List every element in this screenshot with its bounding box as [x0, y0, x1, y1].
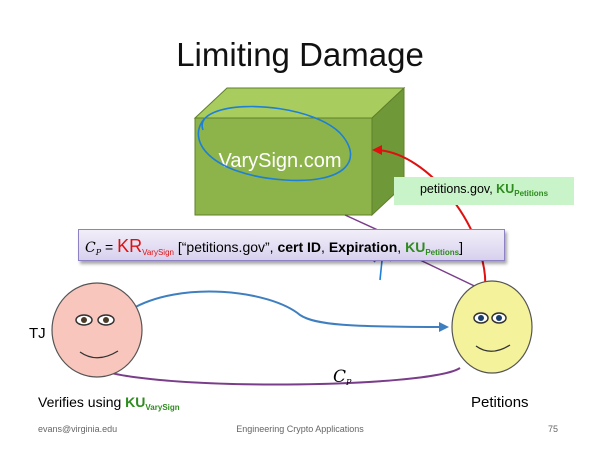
footer-title: Engineering Crypto Applications	[236, 424, 364, 434]
public-key-label: petitions.gov, KUPetitions	[394, 177, 574, 205]
blue-request-arrow	[129, 290, 449, 332]
certificate-formula: CP = KRVarySign [“petitions.gov”, cert I…	[78, 229, 505, 261]
server-name: VarySign.com	[218, 150, 341, 172]
ink-circle-annotation	[197, 105, 352, 182]
petitions-face-icon	[451, 280, 533, 374]
tj-face-icon	[51, 282, 143, 378]
cp-arrow-label: CP	[333, 367, 352, 387]
footer-email: evans@virginia.edu	[38, 424, 118, 434]
verifies-label: Verifies using KUVarySign	[38, 394, 180, 412]
petitions-label: Petitions	[471, 394, 529, 411]
slide-title: Limiting Damage	[176, 36, 424, 73]
server-cube: VarySign.com	[193, 86, 406, 217]
tj-label: TJ	[29, 325, 46, 342]
cp-return-arrow	[93, 366, 461, 386]
footer-page-number: 75	[548, 424, 559, 434]
